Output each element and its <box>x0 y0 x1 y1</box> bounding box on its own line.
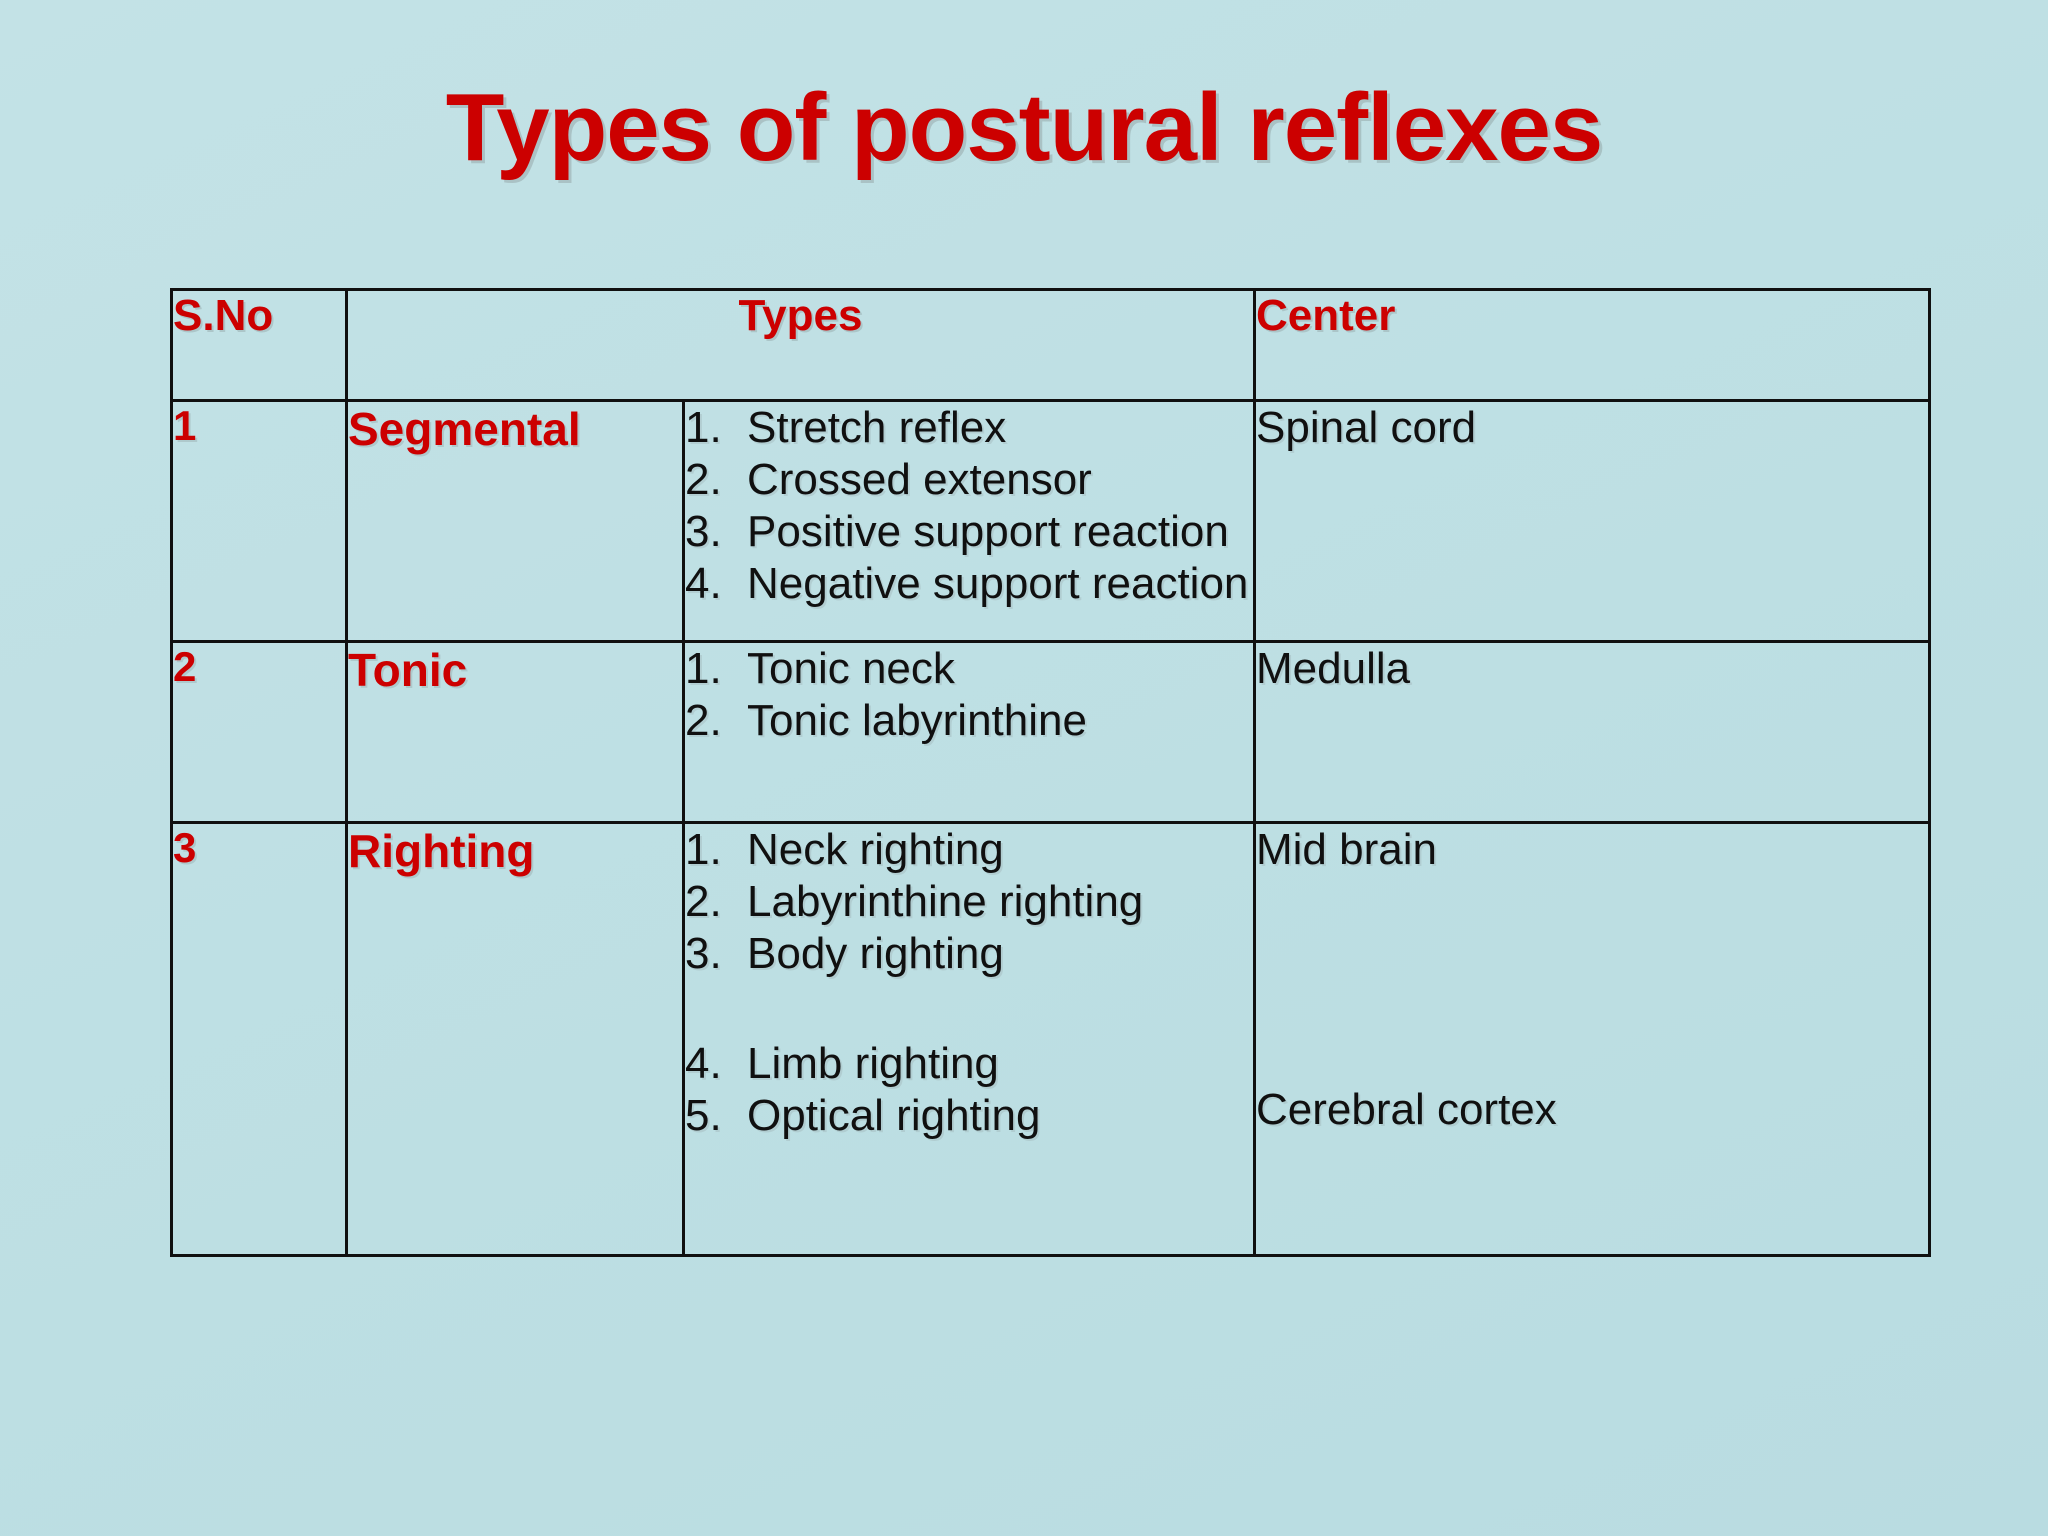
list-item: 1. Stretch reflex <box>685 402 1253 454</box>
row-type-list: 1. Stretch reflex 2. Crossed extensor 3.… <box>682 399 1256 643</box>
list-item-number: 1. <box>685 644 722 693</box>
list-item-label: Crossed extensor <box>747 454 1092 504</box>
column-header-types: Types <box>345 288 1256 402</box>
list-item-number: 2. <box>685 454 722 504</box>
row-center-cell: Mid brain Cerebral cortex <box>1253 821 1931 1257</box>
list-item-label: Body righting <box>747 928 1004 978</box>
list-item-number: 4. <box>685 1038 722 1088</box>
list-item: 4. Negative support reaction <box>685 558 1253 610</box>
row-type-name: Tonic <box>345 640 685 824</box>
table-row: 2 Tonic 1. Tonic neck 2. Tonic labyrinth… <box>170 640 1931 824</box>
column-header-center: Center <box>1253 288 1931 402</box>
list-gap <box>685 980 1253 1038</box>
list-item-label: Tonic neck <box>747 644 955 693</box>
list-item: 5. Optical righting <box>685 1090 1253 1142</box>
list-item-number: 2. <box>685 876 722 926</box>
list-item-label: Neck righting <box>747 825 1004 874</box>
list-item: 4. Limb righting <box>685 1038 1253 1090</box>
list-item-label: Limb righting <box>747 1038 999 1088</box>
row-type-list: 1. Tonic neck 2. Tonic labyrinthine <box>682 640 1256 824</box>
list-item-number: 4. <box>685 558 722 608</box>
list-item-label: Optical righting <box>747 1090 1041 1140</box>
row-type-name: Righting <box>345 821 685 1257</box>
list-item-number: 1. <box>685 825 722 874</box>
list-item-number: 1. <box>685 403 722 452</box>
list-item-label: Negative support reaction <box>747 558 1249 608</box>
table-header-row: S.No Types Center <box>170 288 1931 402</box>
list-item: 2. Labyrinthine righting <box>685 876 1253 928</box>
row-serial-number: 1 <box>170 399 348 643</box>
list-item-number: 5. <box>685 1090 722 1140</box>
center-secondary: Cerebral cortex <box>1256 1084 1557 1134</box>
table-row: 1 Segmental 1. Stretch reflex 2. Crossed… <box>170 399 1931 643</box>
center-primary: Spinal cord <box>1256 403 1477 452</box>
row-serial-number: 2 <box>170 640 348 824</box>
list-item: 3. Positive support reaction <box>685 506 1253 558</box>
row-type-name: Segmental <box>345 399 685 643</box>
list-item-number: 2. <box>685 695 722 745</box>
row-type-list: 1. Neck righting 2. Labyrinthine rightin… <box>682 821 1256 1257</box>
page-title: Types of postural reflexes <box>445 74 1604 181</box>
table-row: 3 Righting 1. Neck righting 2. Labyrinth… <box>170 821 1931 1257</box>
list-item-number: 3. <box>685 506 722 556</box>
row-center-cell: Spinal cord <box>1253 399 1931 643</box>
list-item-label: Stretch reflex <box>747 403 1007 452</box>
list-item-label: Positive support reaction <box>747 506 1229 556</box>
list-item: 1. Tonic neck <box>685 643 1253 695</box>
center-primary: Medulla <box>1256 644 1411 693</box>
center-primary: Mid brain <box>1256 825 1437 874</box>
list-item: 2. Crossed extensor <box>685 454 1253 506</box>
row-serial-number: 3 <box>170 821 348 1257</box>
list-item-number: 3. <box>685 928 722 978</box>
row-center-cell: Medulla <box>1253 640 1931 824</box>
reflex-table-container: S.No Types Center 1 Segmental 1. Stretch… <box>170 288 1931 1257</box>
postural-reflex-table: S.No Types Center 1 Segmental 1. Stretch… <box>170 288 1931 1257</box>
list-item: 1. Neck righting <box>685 824 1253 876</box>
list-item: 3. Body righting <box>685 928 1253 980</box>
list-item-label: Labyrinthine righting <box>747 876 1144 926</box>
list-item: 2. Tonic labyrinthine <box>685 695 1253 747</box>
column-header-sno: S.No <box>170 288 348 402</box>
list-item-label: Tonic labyrinthine <box>747 695 1087 745</box>
